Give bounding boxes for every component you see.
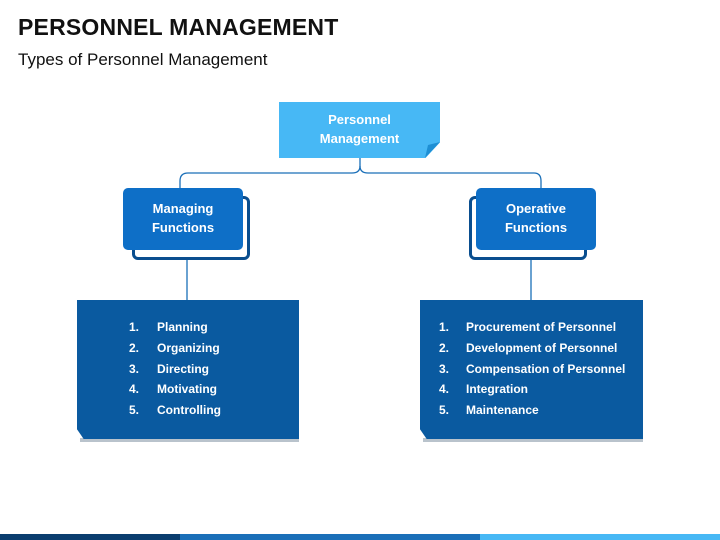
root-connector-right [359, 165, 542, 188]
footer-segment [0, 534, 180, 540]
list-item: 4.Motivating [129, 382, 217, 397]
list-item: 5.Controlling [129, 403, 221, 418]
operative-list-shadow [423, 438, 643, 442]
list-item: 4.Integration [439, 382, 528, 397]
managing-functions-list: 1.Planning 2.Organizing 3.Directing 4.Mo… [77, 300, 299, 439]
node-managing-functions: Managing Functions [123, 188, 243, 250]
operative-functions-list: 1.Procurement of Personnel 2.Development… [420, 300, 643, 439]
list-item: 3.Directing [129, 361, 210, 376]
list-item: 2.Development of Personnel [439, 340, 618, 355]
list-item: 1.Procurement of Personnel [439, 320, 617, 334]
managing-node-line2: Functions [151, 220, 215, 235]
page-subtitle: Types of Personnel Management [18, 50, 268, 69]
root-node-line1: Personnel [328, 112, 391, 128]
node-operative-functions: Operative Functions [476, 188, 596, 250]
operative-node-line2: Functions [504, 220, 568, 235]
root-node-line2: Management [319, 131, 400, 146]
root-node-personnel-management: Personnel Management [279, 102, 440, 158]
root-connector [179, 158, 361, 188]
list-item: 1.Planning [129, 320, 208, 334]
list-item: 3.Compensation of Personnel [439, 361, 626, 376]
footer-color-bar [0, 534, 720, 540]
page-title: PERSONNEL MANAGEMENT [18, 14, 339, 40]
footer-segment [480, 534, 720, 540]
managing-list-shadow [80, 438, 299, 442]
operative-node-line1: Operative [506, 201, 566, 217]
list-item: 5.Maintenance [439, 403, 539, 418]
root-node-fold [425, 142, 440, 158]
managing-node-line1: Managing [152, 201, 214, 217]
list-item: 2.Organizing [129, 340, 220, 355]
footer-segment [180, 534, 480, 540]
